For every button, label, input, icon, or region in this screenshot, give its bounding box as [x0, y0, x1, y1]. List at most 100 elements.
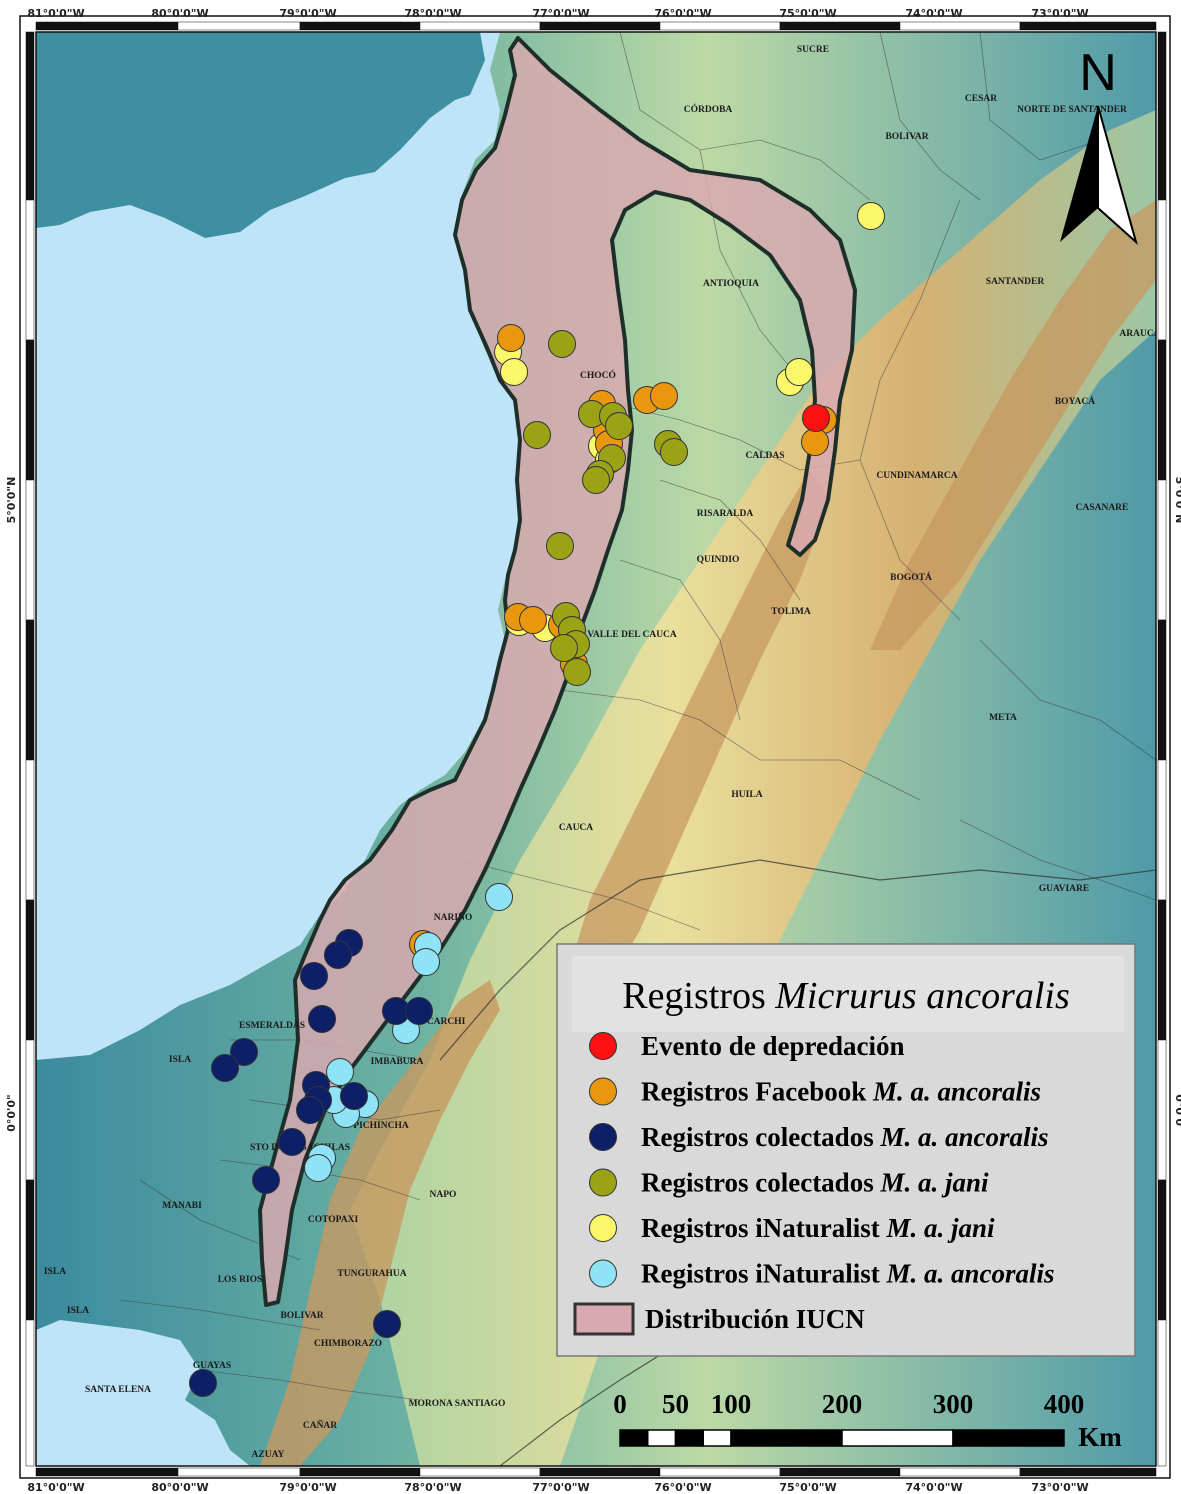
department-label: NAPO: [430, 1190, 457, 1200]
frame-tick-bottom: [899, 1467, 1021, 1477]
longitude-label-top: 73°0'0"W: [1031, 7, 1088, 20]
frame-tick-left: [25, 619, 35, 761]
department-label: ANTIOQUIA: [703, 279, 759, 289]
map-frame-inner: [35, 31, 1157, 1467]
frame-tick-left: [25, 759, 35, 901]
department-label: SANTANDER: [986, 277, 1045, 287]
longitude-label-top: 80°0'0"W: [151, 7, 208, 20]
department-label: BOYACÁ: [1055, 395, 1095, 407]
department-label: COTOPAXI: [308, 1215, 359, 1225]
record-point-collected-ancoralis: [300, 962, 328, 990]
frame-tick-left: [25, 479, 35, 621]
record-point-inaturalist-ancoralis: [485, 883, 513, 911]
longitude-label-top: 79°0'0"W: [279, 7, 336, 20]
latitude-label-right: 5°0'0"N: [1173, 477, 1181, 524]
scale-tick-label: 50: [662, 1389, 689, 1419]
department-label: GUAYAS: [193, 1361, 231, 1371]
longitude-label-bottom: 78°0'0"W: [404, 1481, 461, 1494]
legend-label-plain: Distribución IUCN: [645, 1304, 865, 1334]
scale-tick-label: 300: [933, 1389, 974, 1419]
record-point-collected-jani: [523, 421, 551, 449]
frame-tick-bottom: [35, 1467, 179, 1477]
legend-label: Registros iNaturalist M. a. jani: [641, 1213, 995, 1243]
legend-label-italic: M. a. ancoralis: [879, 1122, 1048, 1152]
legend-swatch-iucn: [573, 1302, 635, 1336]
department-label: CHOCÓ: [580, 369, 616, 381]
department-label: VALLE DEL CAUCA: [587, 630, 677, 640]
department-label: ESMERALDAS: [239, 1021, 305, 1031]
frame-tick-right: [1157, 31, 1167, 201]
legend-swatch-collected-ancoralis: [589, 1123, 617, 1151]
frame-tick-left: [25, 899, 35, 1041]
legend-label: Registros Facebook M. a. ancoralis: [641, 1077, 1041, 1107]
department-label: LOS RIOS: [218, 1275, 263, 1285]
scale-tick-label: 400: [1044, 1389, 1085, 1419]
record-point-collected-jani: [582, 466, 610, 494]
department-label: BOGOTÁ: [890, 571, 932, 583]
frame-tick-left: [25, 1039, 35, 1181]
legend-swatch-collected-jani: [589, 1168, 617, 1197]
north-arrow-icon: N: [1060, 44, 1138, 246]
frame-tick-right: [1157, 899, 1167, 1041]
longitude-label-bottom: 76°0'0"W: [654, 1481, 711, 1494]
frame-tick-top: [177, 21, 301, 31]
scale-segment: [952, 1429, 1065, 1447]
iucn-distribution-coastal: [258, 36, 857, 1307]
frame-tick-bottom: [419, 1467, 541, 1477]
legend-swatch-predation: [589, 1032, 617, 1060]
legend: Registros Micrurus ancoralis Evento de d…: [556, 943, 1136, 1357]
legend-swatch-inaturalist-ancoralis: [589, 1259, 617, 1288]
department-label: CAÑAR: [303, 1419, 337, 1431]
latitude-labels-right: 5°0'0"N0°0'0": [1173, 477, 1181, 1132]
department-label: BOLIVAR: [280, 1311, 323, 1321]
record-point-collected-jani: [548, 330, 576, 358]
record-point-collected-jani: [660, 438, 688, 466]
frame-tick-top: [1019, 21, 1157, 31]
longitude-label-bottom: 74°0'0"W: [905, 1481, 962, 1494]
latitude-label-left: 0°0'0": [5, 1094, 18, 1132]
frame-tick-right: [1157, 759, 1167, 901]
frame-tick-top: [419, 21, 541, 31]
department-label: CALDAS: [745, 451, 784, 461]
frame-tick-left: [25, 199, 35, 341]
legend-label-plain: Registros iNaturalist: [641, 1213, 886, 1243]
record-point-collected-ancoralis: [340, 1082, 368, 1110]
department-label: IMBABURA: [371, 1057, 424, 1067]
scale-segment: [702, 1429, 732, 1447]
frame-tick-bottom: [539, 1467, 661, 1477]
record-point-collected-ancoralis: [308, 1005, 336, 1033]
legend-label: Evento de depredación: [641, 1031, 905, 1061]
scale-segment: [619, 1429, 649, 1447]
record-point-collected-ancoralis: [278, 1128, 306, 1156]
department-label: CESAR: [965, 94, 997, 104]
legend-label-italic: M. a. ancoralis: [885, 1259, 1054, 1289]
record-point-collected-jani: [546, 532, 574, 560]
frame-tick-top: [299, 21, 421, 31]
record-point-collected-ancoralis: [230, 1038, 258, 1066]
latitude-label-left: 5°0'0"N: [5, 477, 18, 524]
department-label: BOLIVAR: [885, 132, 928, 142]
record-point-collected-jani: [563, 658, 591, 686]
frame-tick-bottom: [299, 1467, 421, 1477]
legend-label-plain: Registros colectados: [641, 1122, 880, 1152]
record-point-collected-jani: [550, 634, 578, 662]
department-label: SUCRE: [797, 45, 829, 55]
scale-tick-label: 0: [613, 1389, 627, 1419]
department-label: NARIÑO: [434, 911, 473, 923]
frame-border-ticks: [25, 21, 1167, 1477]
legend-label-plain: Registros iNaturalist: [641, 1259, 886, 1289]
legend-label-plain: Registros Facebook: [641, 1077, 873, 1107]
record-point-collected-ancoralis: [252, 1166, 280, 1194]
legend-label: Registros colectados M. a. ancoralis: [641, 1122, 1049, 1152]
department-label: META: [989, 713, 1017, 723]
record-point-facebook-ancoralis: [650, 382, 678, 410]
legend-label: Registros colectados M. a. jani: [641, 1168, 989, 1198]
record-point-facebook-ancoralis: [801, 428, 829, 456]
legend-title-italic: Micrurus ancoralis: [774, 975, 1070, 1017]
department-label: PICHINCHA: [353, 1121, 409, 1131]
record-point-inaturalist-ancoralis: [326, 1058, 354, 1086]
